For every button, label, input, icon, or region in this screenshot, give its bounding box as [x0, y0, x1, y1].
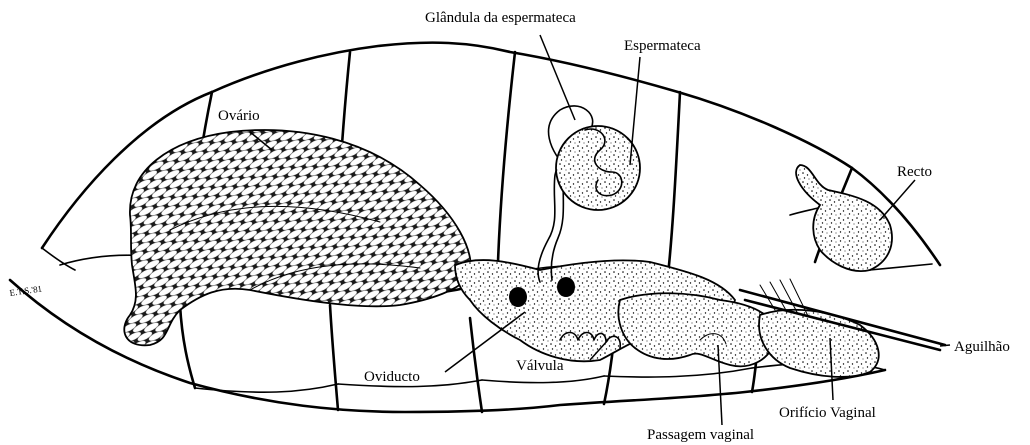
- oviduct-opening-right: [557, 277, 575, 297]
- label-spermatheca: Espermateca: [624, 38, 701, 54]
- label-sting: Aguilhão: [954, 339, 1010, 355]
- ovary: [124, 130, 470, 345]
- label-vaginal-passage: Passagem vaginal: [647, 427, 754, 443]
- label-ovary: Ovário: [218, 108, 260, 124]
- rectum: [796, 165, 892, 271]
- label-oviduct: Oviducto: [364, 369, 420, 385]
- label-rectum: Recto: [897, 164, 932, 180]
- vaginal-passage: [618, 293, 775, 366]
- label-spermatheca-gland: Glândula da espermateca: [425, 10, 576, 26]
- artist-signature: E.T.S.'81: [9, 284, 43, 298]
- oviduct-opening-left: [509, 287, 527, 307]
- label-valve: Válvula: [516, 358, 564, 374]
- label-vaginal-orifice: Orifício Vaginal: [779, 405, 876, 421]
